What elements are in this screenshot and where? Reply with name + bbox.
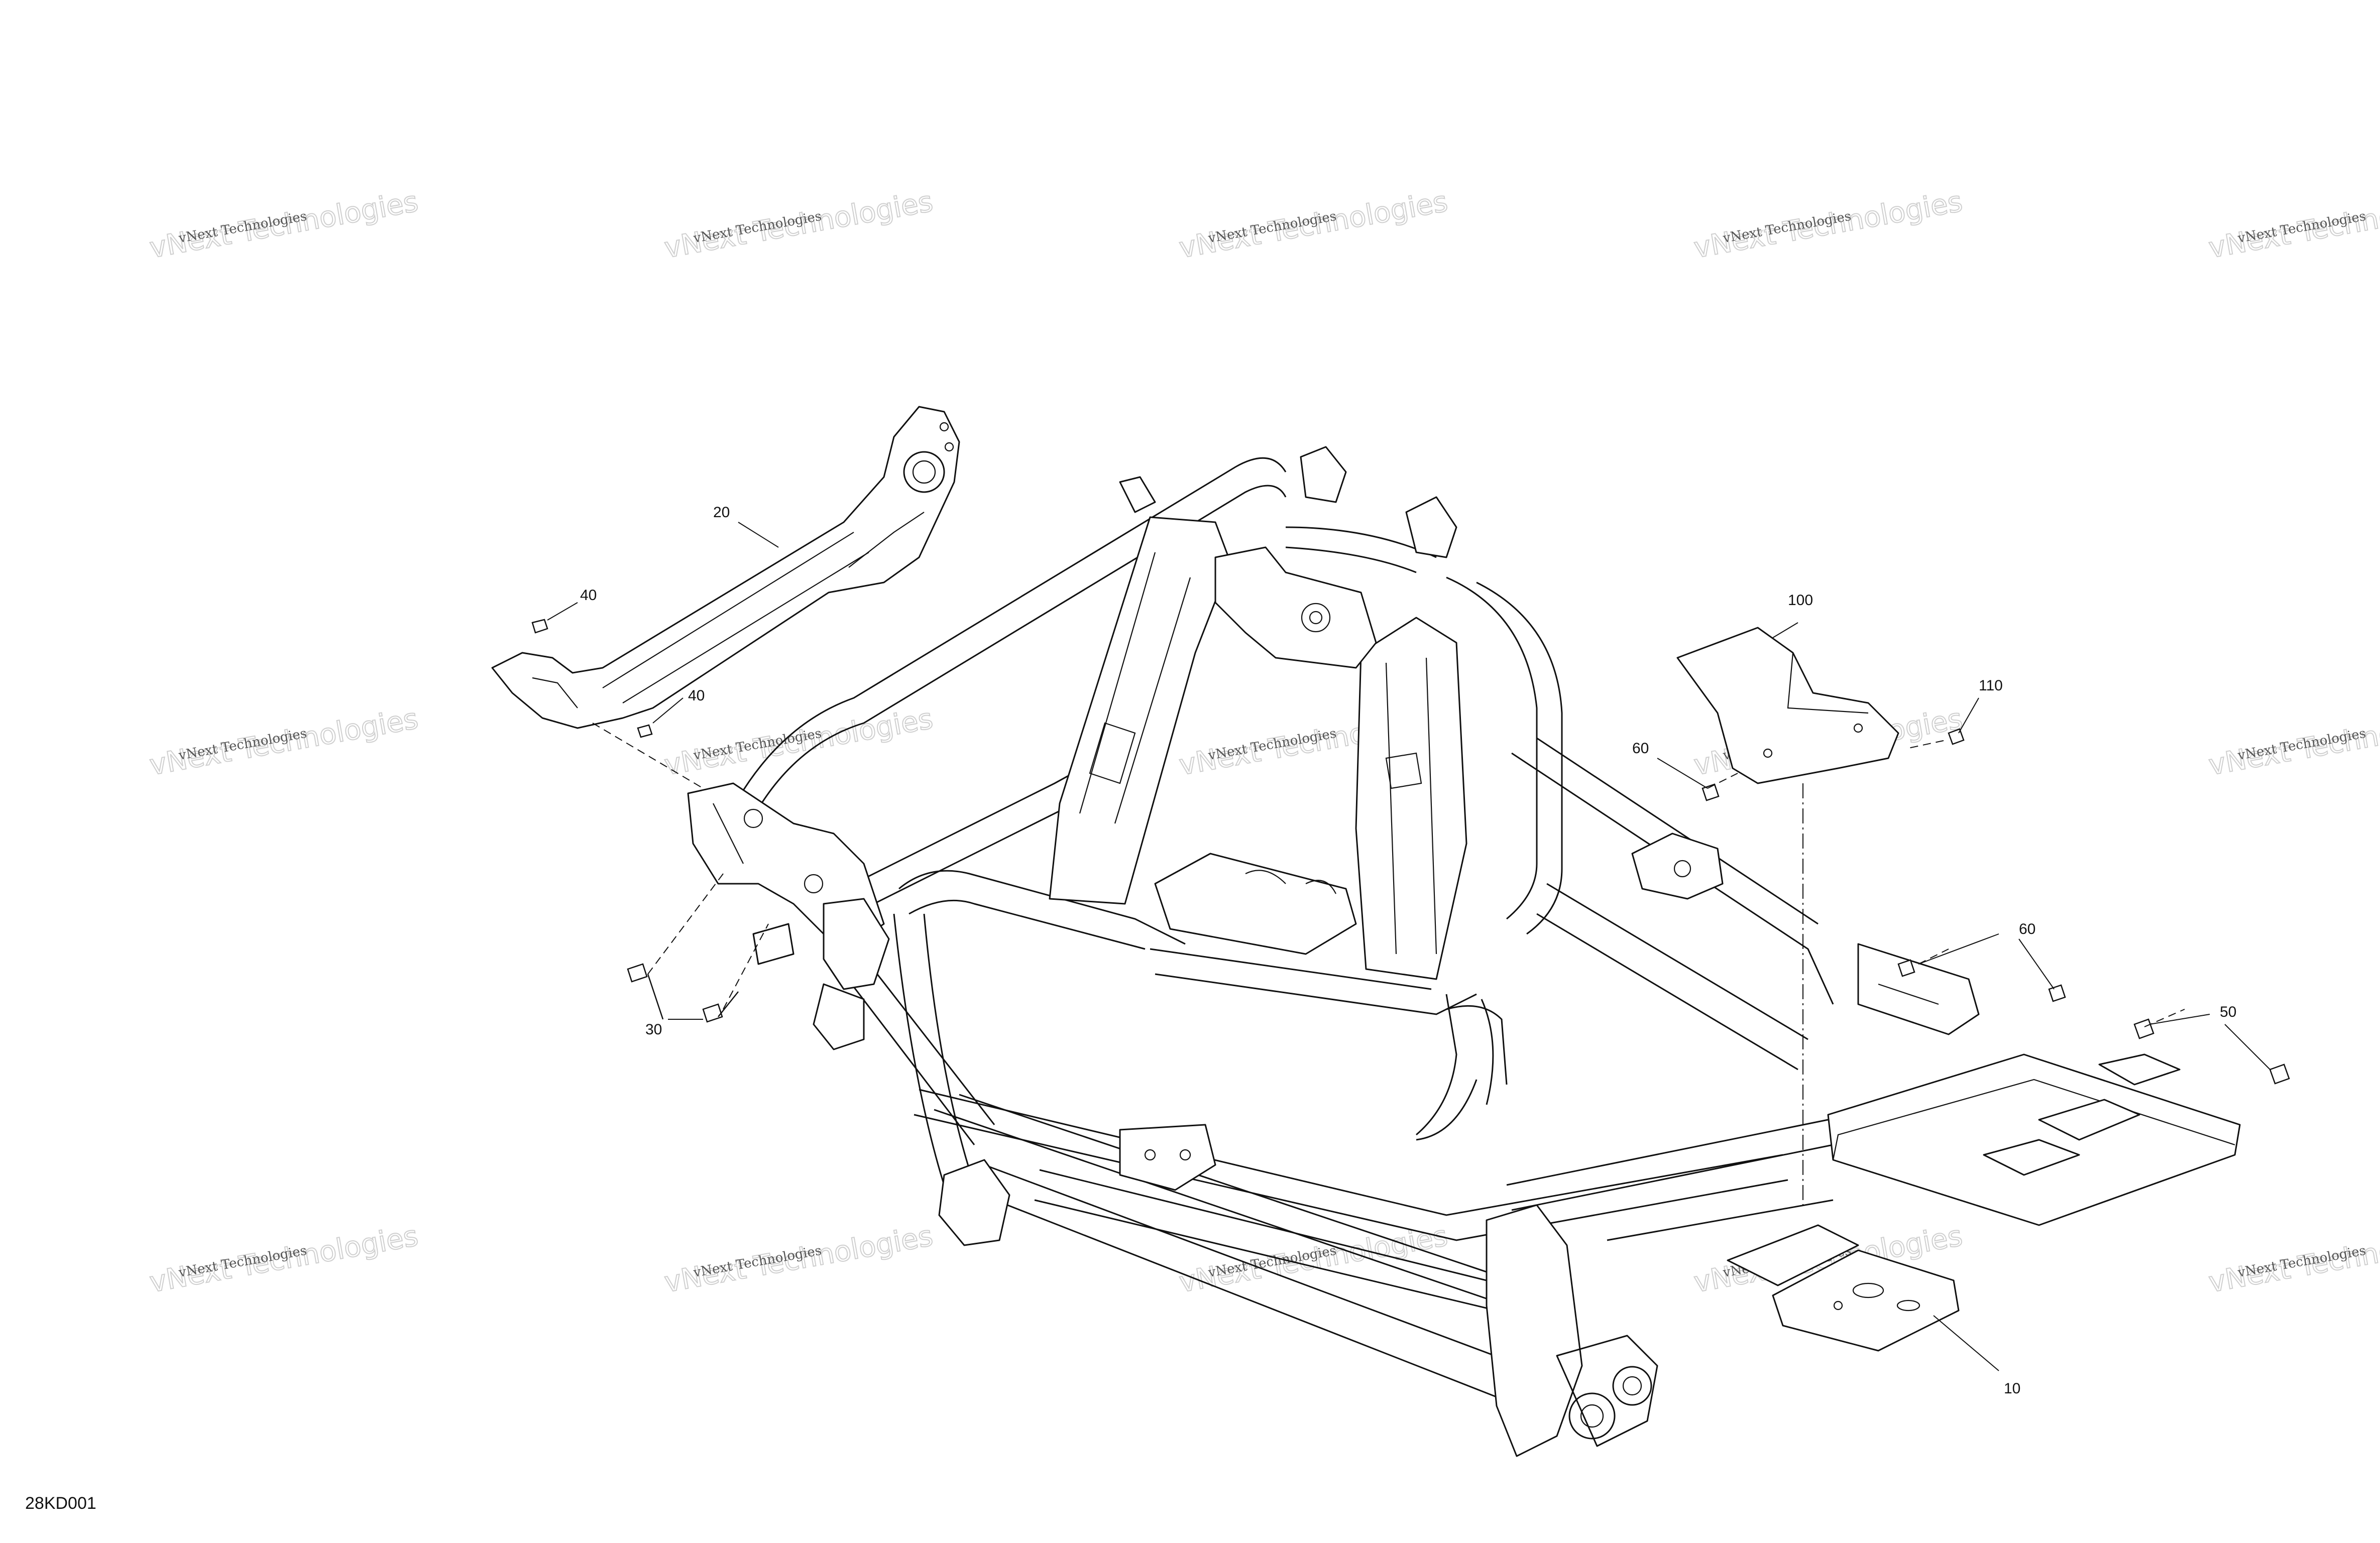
callouts: 20 40 40 30 100 110 60 60 50 10 (580, 504, 2236, 1397)
callout-30: 30 (645, 1021, 662, 1038)
callout-60-right: 60 (2019, 921, 2035, 937)
front-beam-part-20 (491, 406, 960, 729)
callout-50: 50 (2220, 1004, 2236, 1020)
callout-40-upper: 40 (580, 587, 597, 604)
callout-110: 110 (1979, 677, 2003, 694)
callout-100: 100 (1788, 592, 1813, 609)
leader-lines (547, 522, 2271, 1371)
main-frame (687, 446, 2241, 1457)
figure-code: 28KD001 (25, 1494, 96, 1513)
callout-20: 20 (713, 504, 730, 521)
fasteners (531, 619, 2290, 1085)
callout-10: 10 (2004, 1380, 2020, 1397)
callout-40-lower: 40 (688, 687, 705, 704)
plate-part-100 (1676, 627, 1899, 784)
callout-60-left: 60 (1632, 740, 1649, 757)
